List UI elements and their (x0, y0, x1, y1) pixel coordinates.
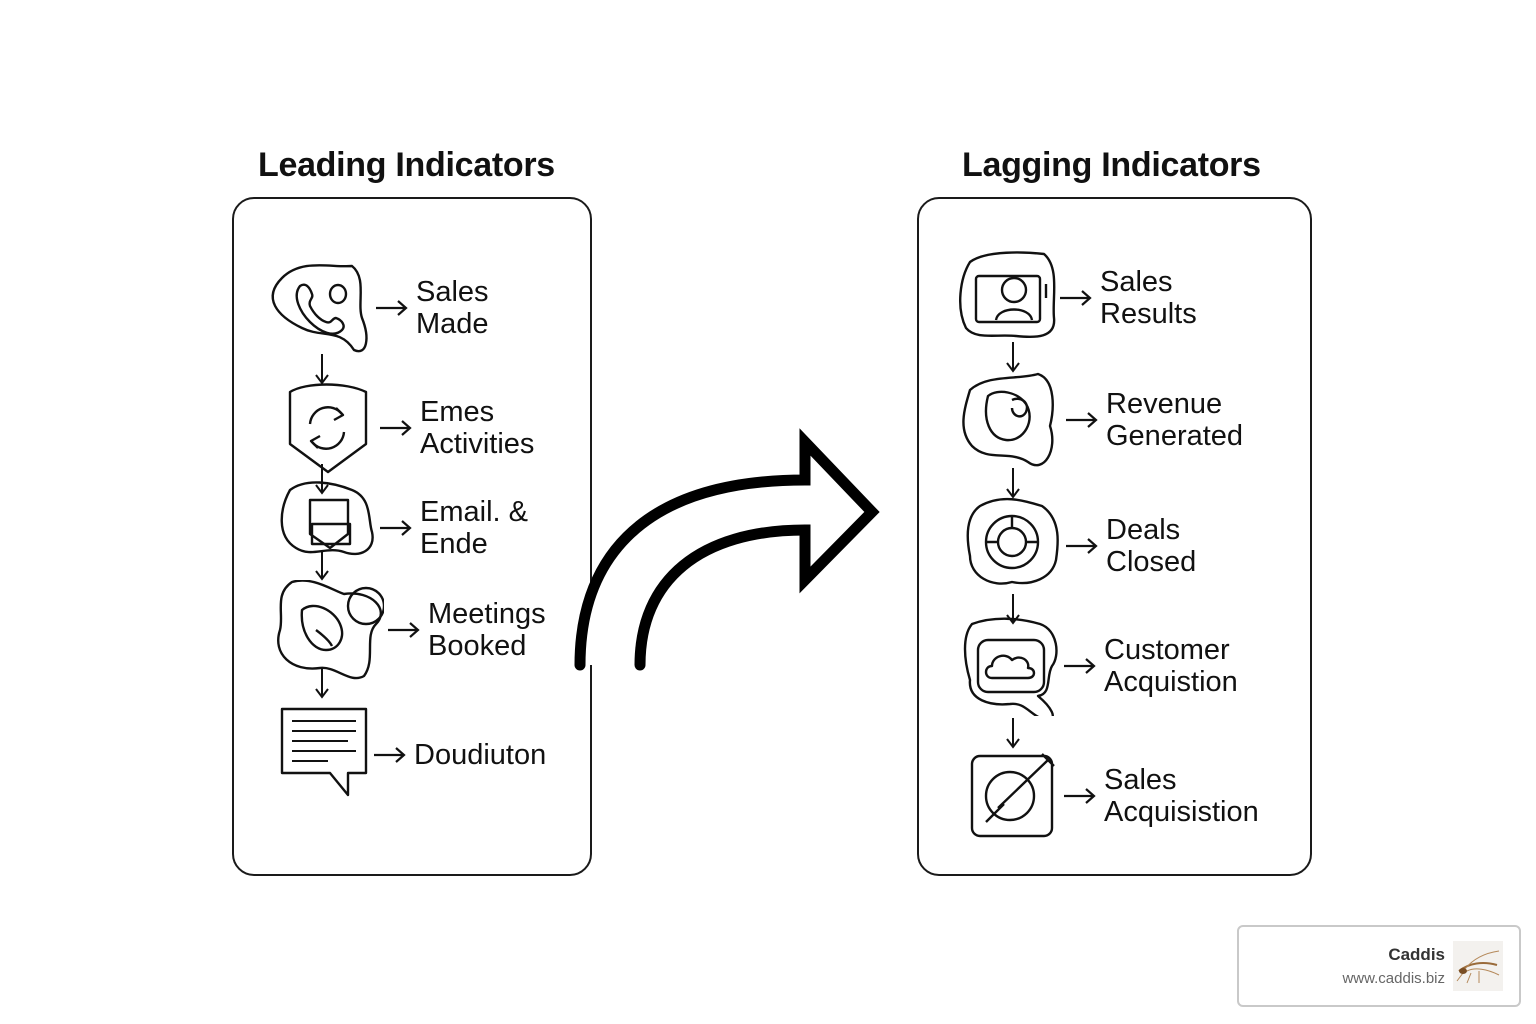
leading-item-label: Email. &Ende (420, 496, 528, 560)
lagging-indicators-panel (917, 197, 1312, 876)
right-arrow-icon (1064, 788, 1096, 804)
down-arrow-icon (1006, 342, 1020, 373)
lagging-indicators-title: Lagging Indicators (962, 146, 1261, 184)
down-arrow-icon (315, 550, 329, 581)
right-arrow-icon (1066, 538, 1098, 554)
caddis-fly-icon (1453, 941, 1503, 991)
right-arrow-icon (376, 300, 408, 316)
right-arrow-icon (380, 520, 412, 536)
cloud-icon (960, 616, 1060, 716)
refresh-icon (276, 378, 376, 478)
leading-item: Doudiuton (278, 705, 546, 805)
down-arrow-icon (1006, 718, 1020, 749)
right-arrow-icon (1066, 412, 1098, 428)
curved-transition-arrow-icon (574, 428, 880, 671)
target-icon (962, 746, 1060, 846)
badge-url: www.caddis.biz (1342, 970, 1445, 987)
right-arrow-icon (1064, 658, 1096, 674)
meeting-icon (272, 580, 384, 680)
user-card-icon (956, 248, 1056, 348)
cycle-icon (962, 496, 1062, 596)
document-icon (278, 705, 370, 805)
right-arrow-icon (374, 747, 406, 763)
phone-icon (262, 258, 372, 358)
down-arrow-icon (315, 464, 329, 495)
leading-indicators-panel (232, 197, 592, 876)
down-arrow-icon (315, 354, 329, 385)
down-arrow-icon (315, 668, 329, 699)
leading-item: Email. &Ende (272, 478, 528, 578)
leading-item-label: Doudiuton (414, 739, 547, 771)
leading-indicators-title: Leading Indicators (258, 146, 555, 184)
envelope-icon (272, 478, 376, 578)
right-arrow-icon (388, 622, 420, 638)
caddis-badge[interactable]: Caddis www.caddis.biz (1237, 925, 1521, 1007)
right-arrow-icon (1060, 290, 1092, 306)
down-arrow-icon (1006, 468, 1020, 499)
right-arrow-icon (380, 420, 412, 436)
down-arrow-icon (1006, 594, 1020, 625)
badge-name: Caddis (1388, 945, 1445, 964)
revenue-icon (958, 370, 1062, 470)
